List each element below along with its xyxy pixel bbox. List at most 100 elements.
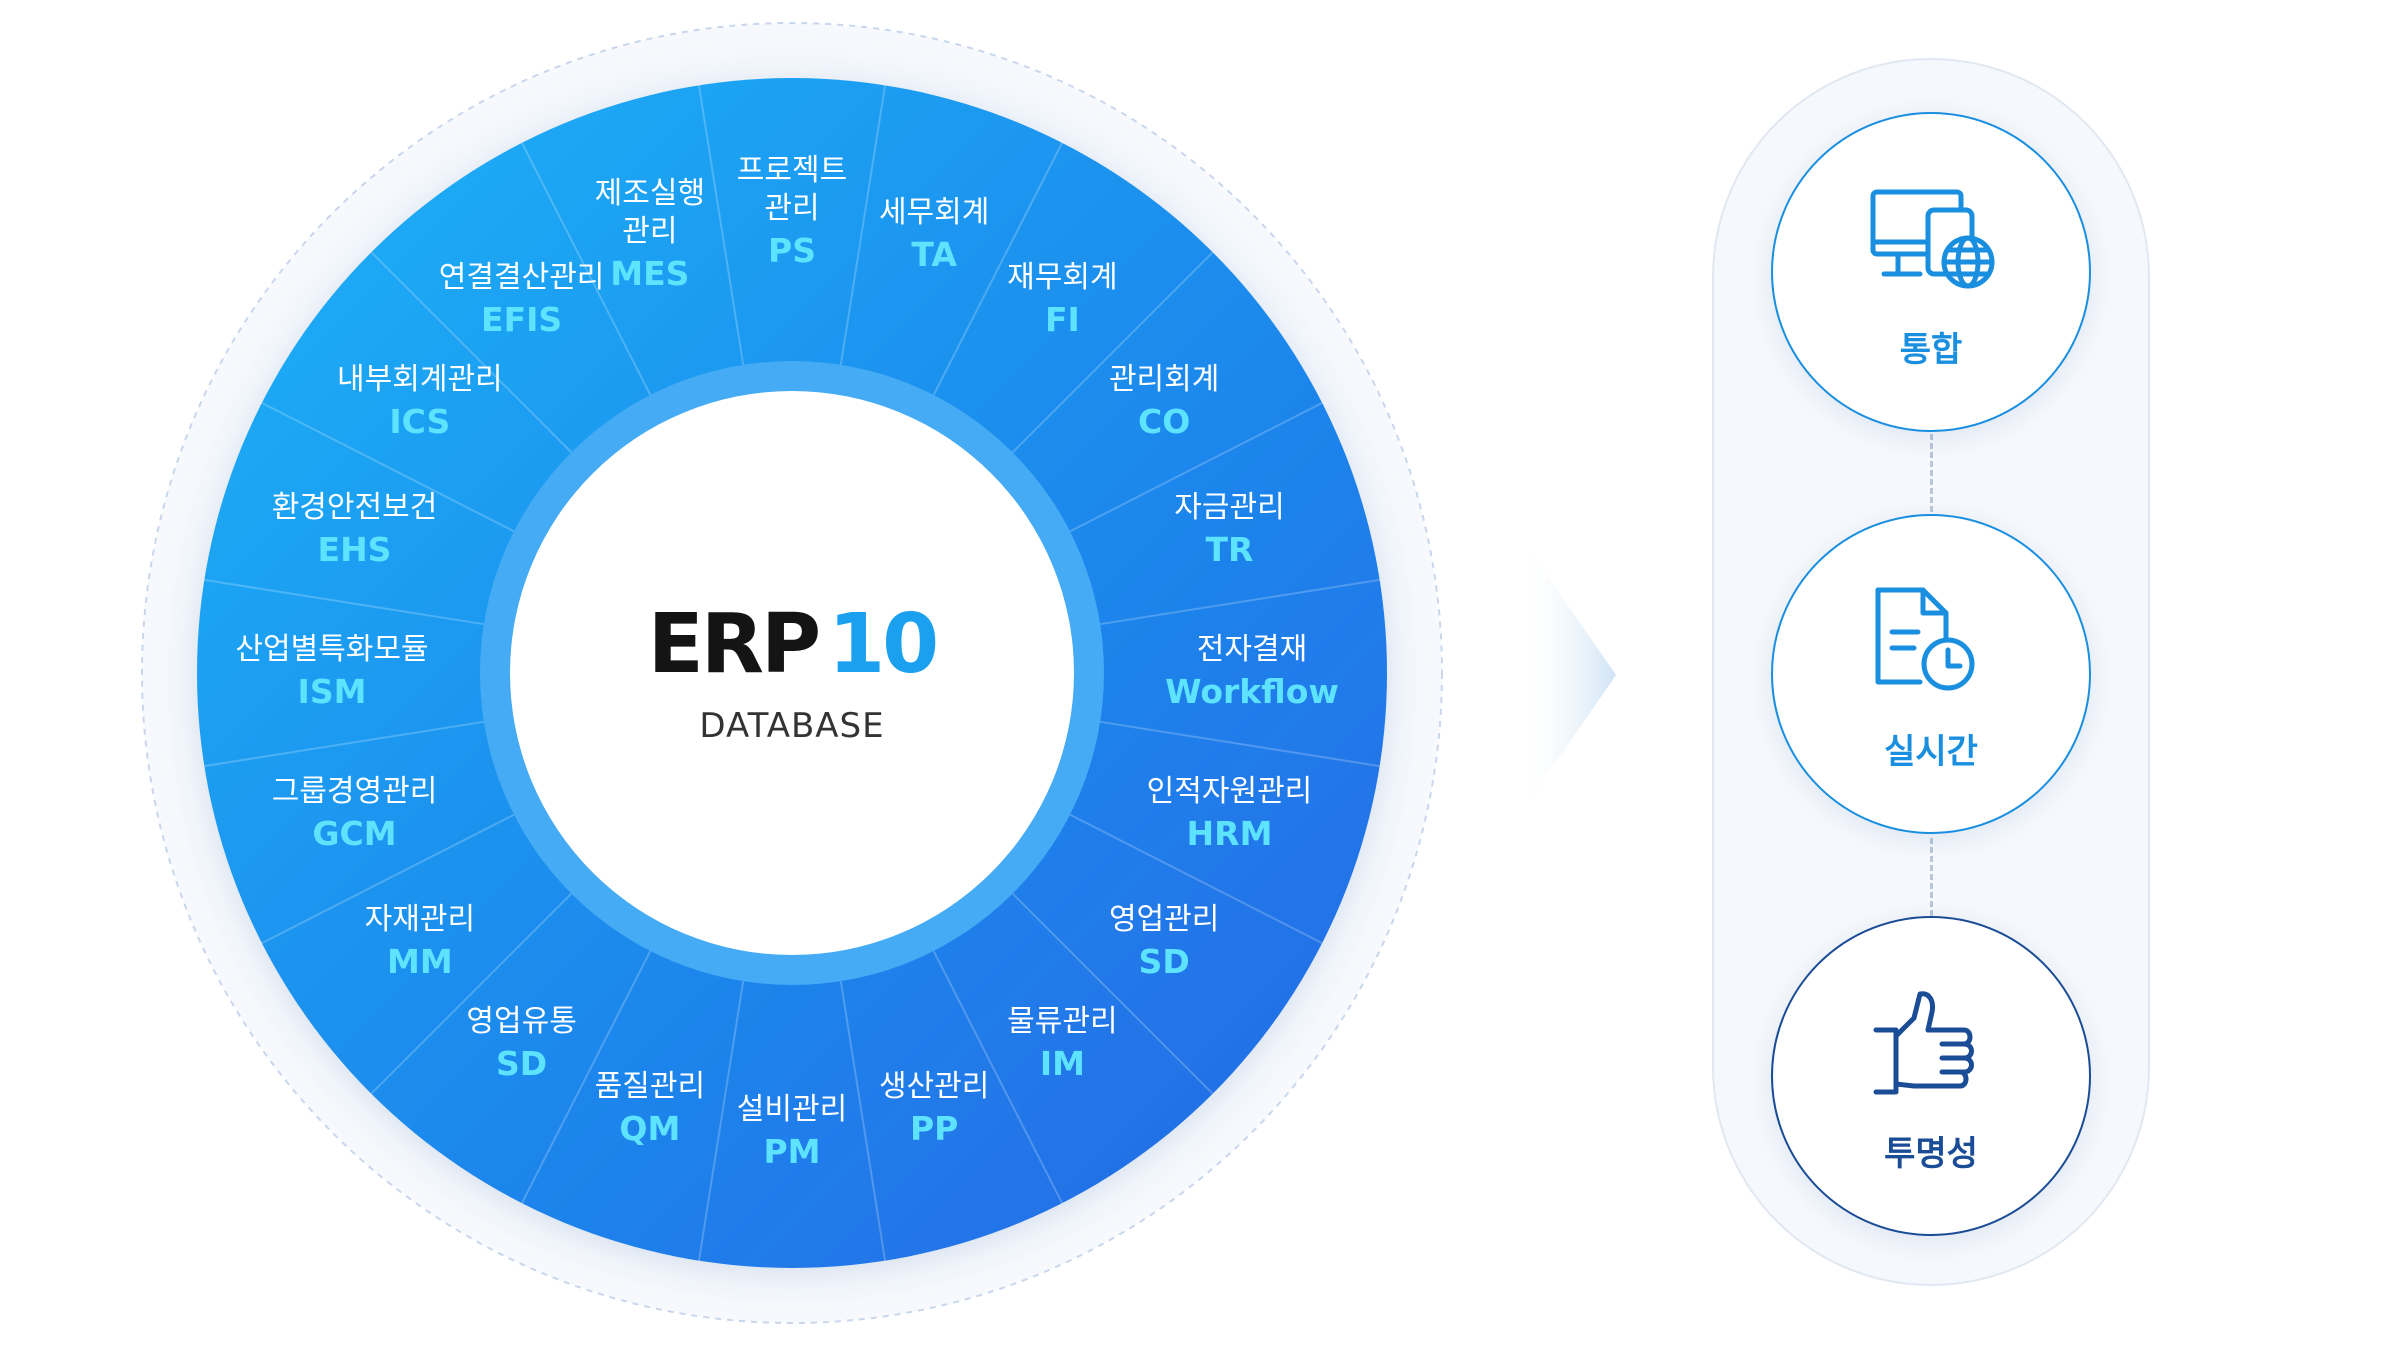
segment-divider — [839, 85, 887, 365]
feature-transparency: 투명성 — [1771, 916, 2091, 1236]
segment-divider — [1011, 892, 1214, 1095]
segment-name: 내부회계관리 — [337, 361, 503, 397]
segment-divider — [370, 251, 573, 454]
feature-integration: 통합 — [1771, 112, 2091, 432]
segment-label: 관리회계 CO — [1109, 361, 1219, 445]
segment-divider — [520, 142, 652, 396]
segment-code: Workflow — [1165, 672, 1339, 711]
segment-code: ISM — [297, 672, 367, 711]
segment-name: 생산관리 — [878, 1069, 990, 1105]
segment-code: GCM — [312, 814, 397, 854]
segment-code: CO — [1138, 401, 1191, 441]
segment-divider — [697, 85, 745, 365]
segment-label: 자재관리 MM — [365, 901, 475, 985]
segment-code: TA — [911, 234, 957, 274]
connector-line — [1930, 434, 1933, 512]
chevron-right-icon — [1526, 545, 1616, 805]
segment-divider — [1069, 401, 1323, 533]
segment-name: 자금관리 — [1174, 489, 1285, 525]
segment-code: TR — [1205, 529, 1254, 569]
segment-name: 영업유통 — [466, 1004, 577, 1040]
segment-name: 관리 — [764, 191, 820, 226]
segment-label: 생산관리 PP — [879, 1068, 989, 1152]
segment-name: 제조실행 — [594, 175, 706, 211]
segment-label: 영업유통 SD — [466, 1003, 576, 1087]
segment-divider — [261, 813, 515, 945]
segment-label: 영업관리 SD — [1109, 901, 1219, 985]
logo-text: ERP — [647, 597, 821, 692]
segment-name: 세무회계 — [878, 194, 990, 230]
segment-name: 물류관리 — [1007, 1004, 1118, 1040]
segment-label: 자금관리 TR — [1174, 489, 1284, 573]
segment-divider — [1100, 578, 1380, 626]
segment-divider — [1100, 720, 1380, 768]
segment-name: 영업관리 — [1108, 902, 1220, 938]
segment-divider — [839, 981, 887, 1261]
segment-divider — [204, 720, 484, 768]
feature-label-integration: 통합 — [1899, 330, 1963, 370]
devices-globe-icon — [1870, 189, 1995, 289]
segment-code: ICS — [389, 401, 451, 441]
segment-name: 관리회계 — [1108, 361, 1220, 397]
segment-label: 세무회계 TA — [879, 194, 989, 278]
segment-name: 설비관리 — [736, 1092, 848, 1127]
feature-realtime: 실시간 — [1771, 514, 2091, 834]
segment-divider — [370, 892, 573, 1095]
connector-line — [1930, 838, 1933, 916]
segment-code: FI — [1044, 299, 1080, 339]
segment-code: EFIS — [481, 299, 563, 339]
feature-label-realtime: 실시간 — [1884, 732, 1978, 772]
segment-code: EHS — [317, 529, 392, 569]
segment-label: 인적자원관리 HRM — [1147, 773, 1313, 857]
segment-label: 환경안전보건 EHS — [272, 489, 438, 573]
segment-code: PS — [768, 231, 816, 270]
segment-code: PM — [763, 1132, 821, 1171]
segment-name: 연결결산관리 — [438, 259, 605, 295]
segment-divider — [1069, 813, 1323, 945]
document-clock-icon — [1875, 587, 1975, 691]
segment-code: SD — [496, 1044, 548, 1084]
segment-label: 그룹경영관리 GCM — [272, 773, 438, 857]
segment-code: PP — [909, 1109, 959, 1149]
segment-divider — [520, 950, 652, 1204]
segment-divider — [261, 401, 515, 533]
center-disk — [510, 391, 1074, 955]
segment-code: SD — [1138, 942, 1190, 982]
segment-divider — [697, 981, 745, 1261]
database-label: DATABASE — [699, 706, 885, 746]
module-wheel — [141, 22, 1443, 1324]
segment-name: 환경안전보건 — [271, 489, 438, 525]
segment-code: MES — [610, 253, 690, 293]
segment-name: 자재관리 — [364, 902, 476, 938]
segment-name: 전자결재 — [1196, 632, 1308, 667]
segment-divider — [932, 950, 1064, 1204]
segment-name: 인적자원관리 — [1146, 774, 1313, 810]
segment-label: 전자결재 Workflow — [1165, 631, 1339, 715]
segment-code: IM — [1039, 1044, 1085, 1084]
segment-dividers — [204, 85, 1380, 1261]
segment-divider — [932, 142, 1064, 396]
segment-code: QM — [619, 1109, 681, 1149]
segment-name: 재무회계 — [1007, 259, 1118, 295]
feature-label-transparency: 투명성 — [1884, 1134, 1978, 1174]
segment-name: 관리 — [622, 213, 678, 249]
thumbs-up-icon — [1873, 991, 1974, 1095]
segment-label: 재무회계 FI — [1007, 259, 1117, 343]
segment-label: 내부회계관리 ICS — [337, 361, 503, 445]
logo-number: 10 — [828, 597, 939, 692]
segment-name: 그룹경영관리 — [271, 774, 438, 810]
segment-code: MM — [387, 942, 453, 982]
segment-label: 설비관리 PM — [737, 1091, 847, 1175]
segment-label: 품질관리 QM — [595, 1068, 705, 1152]
segment-divider — [204, 578, 484, 626]
segment-name: 품질관리 — [594, 1069, 706, 1105]
segment-label: 연결결산관리 EFIS — [439, 259, 605, 343]
segment-divider — [1011, 251, 1214, 454]
segment-label: 물류관리 IM — [1007, 1003, 1117, 1087]
segment-code: HRM — [1186, 814, 1273, 854]
